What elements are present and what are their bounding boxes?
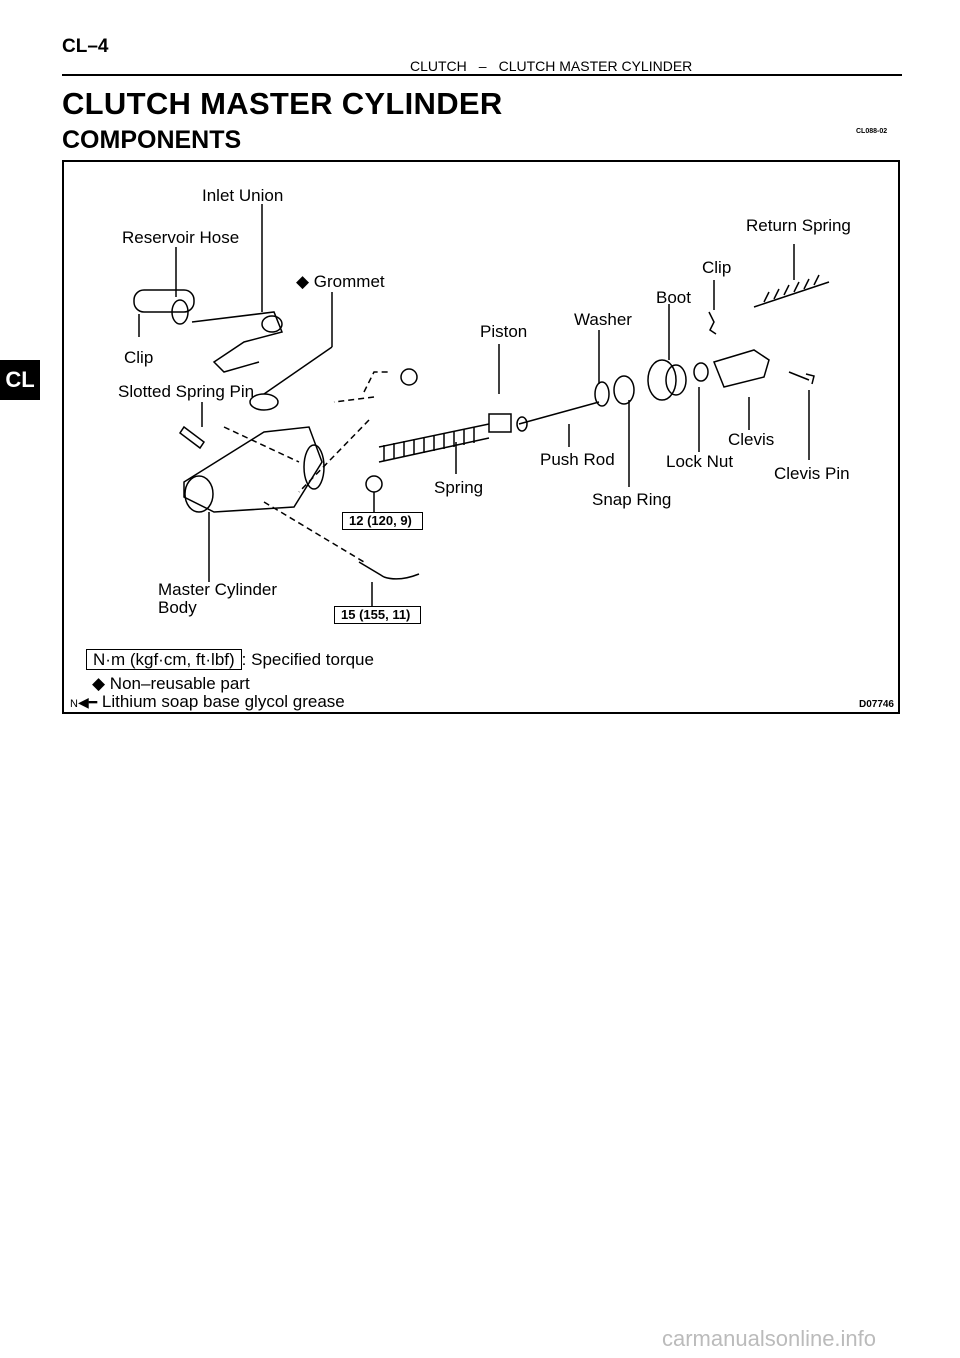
reservoir-hose-shape — [133, 289, 195, 313]
slotted-pin-shape — [178, 425, 206, 450]
label-master-cylinder: Master Cylinder — [158, 580, 278, 599]
union-nut-shape — [400, 368, 418, 386]
snap-ring-shape — [613, 375, 635, 405]
label-clip-left: Clip — [124, 348, 154, 367]
label-clip-right: Clip — [702, 258, 732, 277]
clevis-pin-shape — [788, 371, 815, 385]
label-slotted-spring-pin: Slotted Spring Pin — [118, 382, 255, 401]
section-title: COMPONENTS — [62, 126, 242, 154]
cylinder-flange — [303, 444, 325, 490]
legend-torque-text: : Specified torque — [241, 650, 374, 669]
label-return-spring: Return Spring — [746, 216, 851, 235]
label-reservoir-hose: Reservoir Hose — [122, 228, 240, 247]
label-push-rod: Push Rod — [540, 450, 615, 469]
mount-nut-shape — [365, 475, 383, 493]
label-grommet: ◆ Grommet — [296, 272, 385, 291]
washer-shape — [594, 381, 610, 407]
return-spring-coils — [763, 274, 820, 303]
label-piston: Piston — [480, 322, 528, 341]
label-clevis: Clevis — [728, 430, 775, 449]
running-header-section: CLUTCH — [410, 58, 467, 74]
label-spring: Spring — [434, 478, 484, 497]
page-number: CL–4 — [62, 36, 109, 57]
grease-arrow-icon: ◀━ — [77, 694, 98, 710]
legend-non-reusable: ◆ Non–reusable part — [92, 674, 250, 693]
clip-right-shape — [708, 311, 717, 335]
push-rod-shape — [518, 401, 600, 425]
leader-grommet-d — [263, 346, 333, 395]
label-clevis-pin: Clevis Pin — [774, 464, 850, 483]
cylinder-bore — [184, 475, 214, 513]
line-fitting-shape — [358, 561, 420, 580]
grease-marker: N — [70, 698, 78, 710]
section-tab: CL — [0, 360, 40, 400]
push-rod-end — [516, 416, 528, 432]
label-master-cylinder-body: Body — [158, 598, 197, 617]
legend-grease-text: Lithium soap base glycol grease — [101, 692, 345, 711]
header-rule — [62, 74, 902, 76]
legend-torque-unit: N·m (kgf·cm, ft·lbf) — [86, 649, 242, 670]
grommet-shape — [249, 393, 279, 411]
cylinder-body-shape — [183, 426, 323, 513]
label-inlet-union: Inlet Union — [202, 186, 284, 205]
label-washer: Washer — [574, 310, 632, 329]
torque-spec-line: 15 (155, 11) — [334, 606, 422, 624]
return-spring-outline — [753, 281, 830, 308]
boot-shape — [647, 359, 677, 401]
watermark: carmanualsonline.info — [662, 1326, 877, 1351]
torque-spec-union: 12 (120, 9) — [342, 512, 423, 530]
assembly-guides — [223, 371, 389, 563]
piston-spring-coils — [383, 427, 475, 461]
piston-shape — [488, 413, 512, 433]
legend-grease: N◀━ Lithium soap base glycol grease — [70, 692, 345, 712]
exploded-view-diagram — [133, 204, 830, 607]
running-header-topic: CLUTCH MASTER CYLINDER — [498, 58, 693, 74]
lock-nut-shape — [693, 362, 709, 382]
page-title: CLUTCH MASTER CYLINDER — [62, 86, 503, 121]
label-lock-nut: Lock Nut — [666, 452, 734, 471]
document-code: CL088-02 — [856, 128, 888, 135]
figure-code: D07746 — [858, 699, 894, 710]
components-figure: Inlet Union Reservoir Hose ◆ Grommet Cli… — [62, 160, 900, 714]
label-boot: Boot — [656, 288, 691, 307]
inlet-union-port — [261, 315, 283, 333]
running-header-separator: – — [478, 58, 487, 74]
running-header: CLUTCH–CLUTCH MASTER CYLINDER — [410, 58, 692, 74]
hose-end — [171, 299, 189, 325]
boot-shape-inner — [665, 364, 687, 396]
clevis-shape — [712, 349, 770, 388]
inlet-union-shape — [191, 311, 284, 373]
label-snap-ring: Snap Ring — [592, 490, 672, 509]
legend-torque: N·m (kgf·cm, ft·lbf): Specified torque — [86, 649, 374, 670]
